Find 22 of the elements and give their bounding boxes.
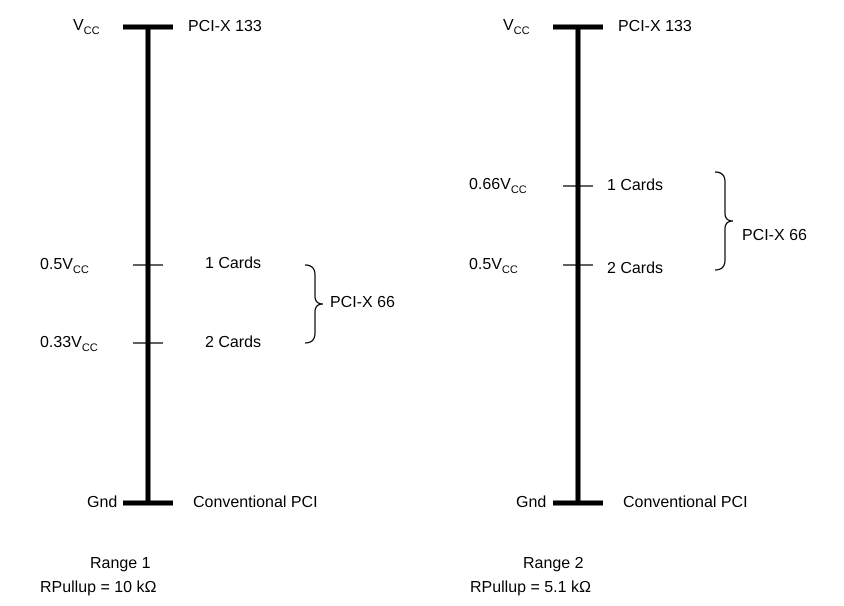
card-count-label: 2 Cards	[205, 333, 262, 353]
voltage-label: Gnd	[516, 493, 546, 513]
voltage-label: 0.5V$_{CC}$	[40, 255, 89, 275]
bus-mode-label: PCI-X 66	[742, 226, 807, 246]
bus-mode-label: Conventional PCI	[193, 493, 318, 513]
bus-mode-label: PCI-X 133	[618, 17, 692, 37]
bus-mode-label: PCI-X 66	[330, 293, 395, 313]
voltage-label: V$_{CC}$	[503, 16, 530, 36]
card-count-label: 2 Cards	[607, 259, 664, 279]
bus-mode-label: PCI-X 133	[188, 17, 262, 37]
voltage-label: V$_{CC}$	[73, 16, 100, 36]
voltage-label: 0.33V$_{CC}$	[40, 333, 98, 353]
voltage-label: Gnd	[87, 493, 118, 513]
range-title: Range 2	[523, 554, 584, 574]
voltage-label: 0.5V$_{CC}$	[469, 255, 518, 275]
range-title: Range 1	[90, 554, 150, 574]
bus-mode-label: Conventional PCI	[623, 493, 748, 513]
card-count-label: 1 Cards	[607, 176, 664, 196]
resistor-value-label: RPullup = 5.1 kΩ	[470, 578, 591, 598]
resistor-value-label: RPullup = 10 kΩ	[40, 578, 156, 598]
card-count-label: 1 Cards	[205, 254, 262, 274]
voltage-label: 0.66V$_{CC}$	[469, 175, 527, 195]
